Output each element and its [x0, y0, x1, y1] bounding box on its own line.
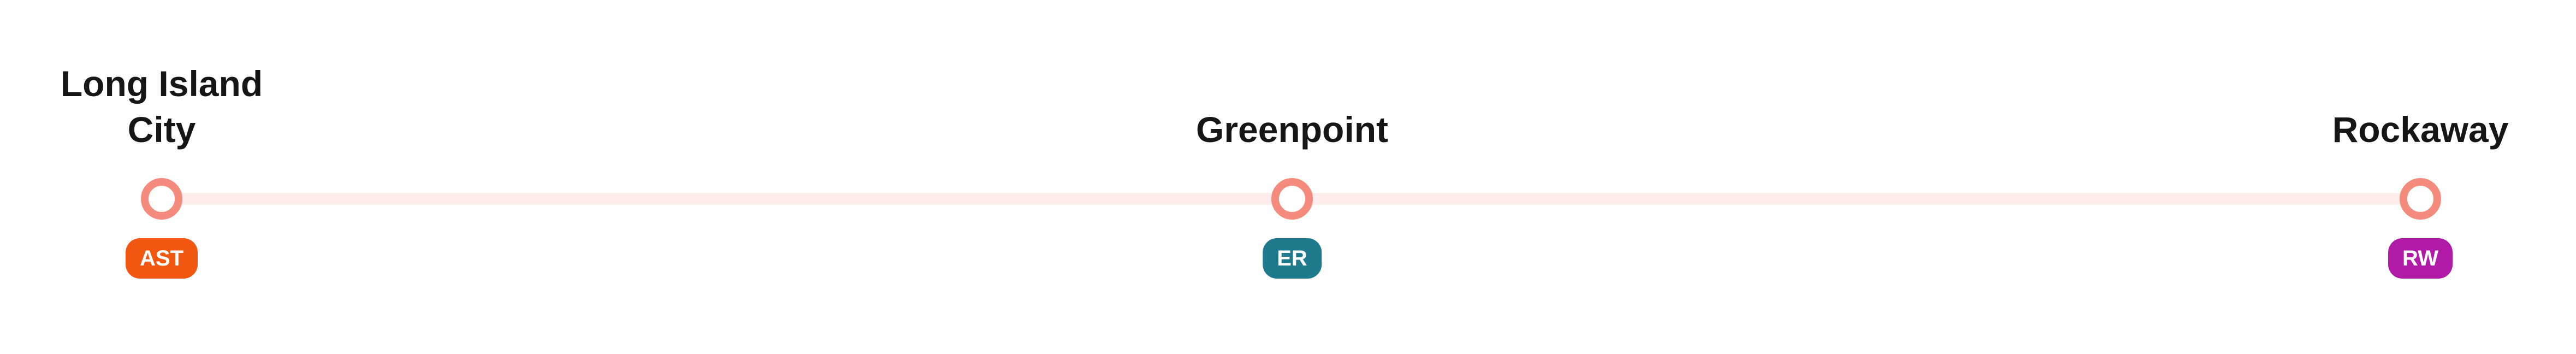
stop-code-badge: ER	[1263, 238, 1322, 279]
stop-name: Long Island City	[60, 63, 263, 150]
stop-code-badge: AST	[126, 238, 198, 279]
stop-name: Rockaway	[2332, 109, 2509, 150]
stop-code-badge: RW	[2388, 238, 2453, 279]
stop-marker[interactable]	[141, 178, 182, 220]
stop-marker[interactable]	[1271, 178, 1313, 220]
stop-marker[interactable]	[2400, 178, 2441, 220]
stop-name: Greenpoint	[1195, 109, 1388, 150]
